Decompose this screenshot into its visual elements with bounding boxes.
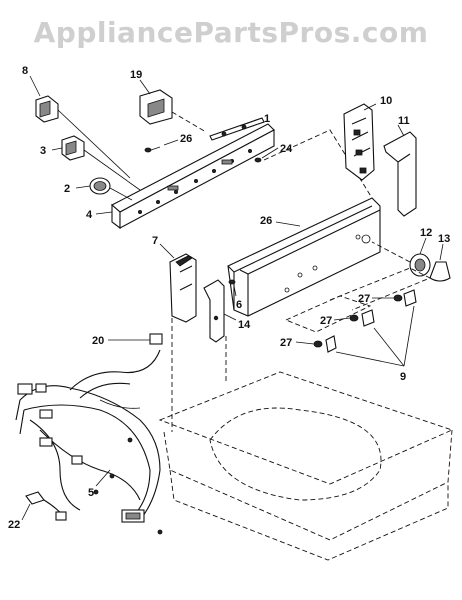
callout-11: 11 [398,115,410,127]
clip-part-27-b [349,309,375,327]
connector-part-22 [25,491,67,521]
callout-27-c: 27 [280,337,292,349]
callout-1: 1 [264,113,270,125]
clip-part-27-a [393,289,417,307]
leader-lines [21,75,444,521]
knob-part-2 [89,177,133,201]
callout-4: 4 [86,209,93,221]
callout-10: 10 [380,95,392,107]
clip-group-part-9 [284,267,432,367]
callout-26-lower: 26 [260,215,272,227]
callout-12: 12 [420,227,432,239]
end-cap-part-11 [383,131,417,217]
screw-part-24 [254,157,262,163]
callout-2: 2 [64,183,70,195]
endcap-part-10 [343,103,375,181]
control-panel-strip [111,123,275,230]
callout-3: 3 [40,145,46,157]
callout-22: 22 [8,519,20,531]
wire-harness-part-5 [15,333,163,535]
screw-part-6 [228,279,236,285]
callout-9: 9 [400,371,406,383]
end-cap-part-7 [169,253,197,323]
console-backsplash [227,129,381,317]
callout-5: 5 [88,487,94,499]
control-part-19 [139,89,207,133]
callout-8: 8 [22,65,28,77]
bracket-part-14 [203,279,225,343]
cap-part-13 [429,261,451,282]
knob-part-12 [371,241,431,277]
callout-20: 20 [92,335,104,347]
watermark-text: AppliancePartsPros.com [33,16,429,49]
callout-13: 13 [438,233,450,245]
screw-part-26-upper [144,146,161,153]
callout-labels: 8 19 1 10 3 26 24 11 2 4 26 7 12 13 6 27… [8,65,450,531]
switch-part-3 [61,135,141,191]
callout-27-b: 27 [320,315,332,327]
callout-7: 7 [152,235,158,247]
switch-part-8 [35,95,131,179]
clip-part-27-c [313,335,337,353]
callout-27-a: 27 [358,293,370,305]
callout-26-upper: 26 [180,133,192,145]
callout-24: 24 [280,143,293,155]
cabinet-top-outline [158,318,454,561]
callout-6: 6 [236,299,242,311]
callout-14: 14 [238,319,251,331]
callout-19: 19 [130,69,142,81]
